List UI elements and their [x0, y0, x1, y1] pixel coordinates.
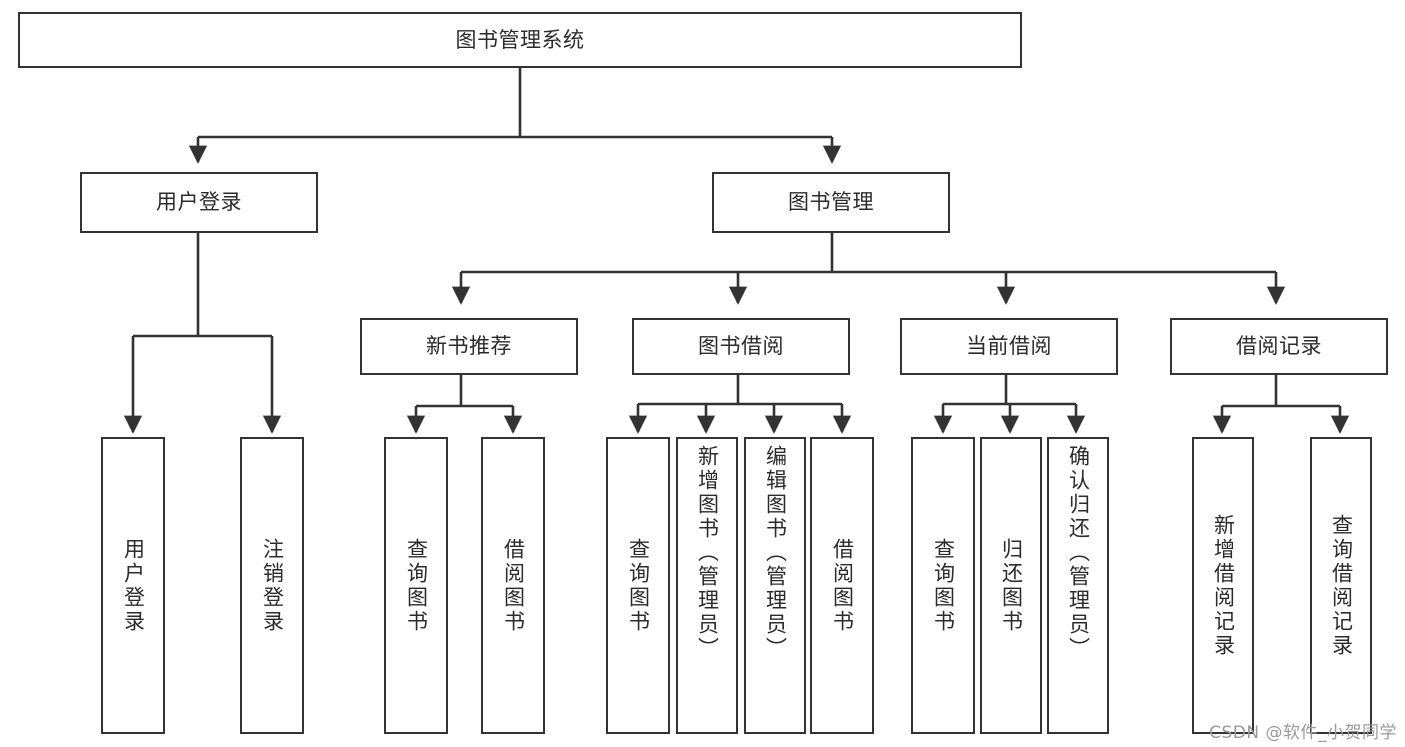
node-leaf-borrow-book-1[interactable]: 借阅图书	[481, 437, 545, 734]
node-root-label: 图书管理系统	[455, 27, 585, 52]
node-user-login-label: 用户登录	[156, 190, 242, 215]
node-borrow-record-label: 借阅记录	[1236, 334, 1322, 359]
node-borrow-record[interactable]: 借阅记录	[1170, 318, 1388, 375]
node-leaf-query-record[interactable]: 查询借阅记录	[1310, 437, 1372, 734]
node-leaf-user-login-label: 用户登录	[121, 537, 146, 634]
node-leaf-confirm-return[interactable]: 确认归还（管理员）	[1047, 437, 1109, 734]
node-current-borrow[interactable]: 当前借阅	[900, 318, 1118, 375]
node-leaf-query-book-1-label: 查询图书	[404, 537, 429, 634]
node-leaf-user-login[interactable]: 用户登录	[101, 437, 165, 734]
node-leaf-edit-book[interactable]: 编辑图书（管理员）	[744, 437, 806, 734]
node-book-borrow[interactable]: 图书借阅	[632, 318, 850, 375]
node-leaf-user-logout-label: 注销登录	[260, 537, 285, 634]
node-leaf-edit-book-label: 编辑图书（管理员）	[763, 445, 788, 661]
node-leaf-add-book-label: 新增图书（管理员）	[695, 445, 720, 661]
watermark-text: CSDN @软件_小贺同学	[1209, 723, 1397, 743]
node-user-login[interactable]: 用户登录	[80, 172, 318, 233]
node-leaf-borrow-book-2[interactable]: 借阅图书	[810, 437, 874, 734]
node-leaf-add-record-label: 新增借阅记录	[1211, 513, 1236, 658]
node-leaf-return-book-label: 归还图书	[999, 537, 1024, 634]
node-new-book-recommend[interactable]: 新书推荐	[360, 318, 578, 375]
node-book-management-label: 图书管理	[788, 190, 874, 215]
node-book-borrow-label: 图书借阅	[698, 334, 784, 359]
node-book-management[interactable]: 图书管理	[712, 172, 950, 233]
node-current-borrow-label: 当前借阅	[966, 334, 1052, 359]
node-new-book-recommend-label: 新书推荐	[426, 334, 512, 359]
node-leaf-user-logout[interactable]: 注销登录	[240, 437, 304, 734]
node-leaf-confirm-return-label: 确认归还（管理员）	[1066, 445, 1091, 661]
node-leaf-add-record[interactable]: 新增借阅记录	[1192, 437, 1254, 734]
node-leaf-borrow-book-2-label: 借阅图书	[830, 537, 855, 634]
node-root[interactable]: 图书管理系统	[18, 12, 1022, 68]
node-leaf-query-book-3-label: 查询图书	[931, 537, 956, 634]
node-leaf-borrow-book-1-label: 借阅图书	[501, 537, 526, 634]
node-leaf-add-book[interactable]: 新增图书（管理员）	[676, 437, 738, 734]
node-leaf-query-book-2[interactable]: 查询图书	[606, 437, 670, 734]
node-leaf-return-book[interactable]: 归还图书	[980, 437, 1042, 734]
node-leaf-query-record-label: 查询借阅记录	[1329, 513, 1354, 658]
node-leaf-query-book-1[interactable]: 查询图书	[384, 437, 448, 734]
node-leaf-query-book-3[interactable]: 查询图书	[911, 437, 975, 734]
node-leaf-query-book-2-label: 查询图书	[626, 537, 651, 634]
